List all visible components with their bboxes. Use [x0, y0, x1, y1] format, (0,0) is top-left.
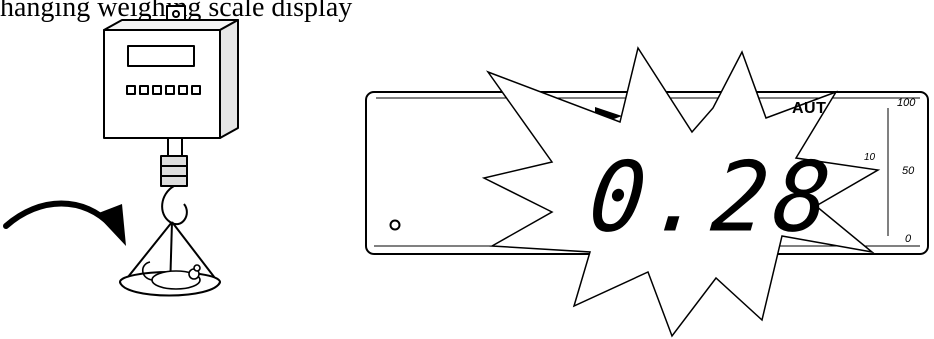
power-led-icon	[391, 221, 400, 230]
curved-arrow-icon	[6, 204, 126, 247]
scale-label-bottom: 0	[905, 233, 911, 245]
scale-label-top: 100	[897, 97, 915, 109]
auto-mode-label: AUT	[792, 100, 826, 118]
hanging-scale-icon	[104, 6, 238, 296]
weight-reading: 0.28	[584, 146, 805, 251]
scale-label-mid: 50	[902, 165, 914, 177]
scale-label-small: 10	[864, 152, 875, 163]
